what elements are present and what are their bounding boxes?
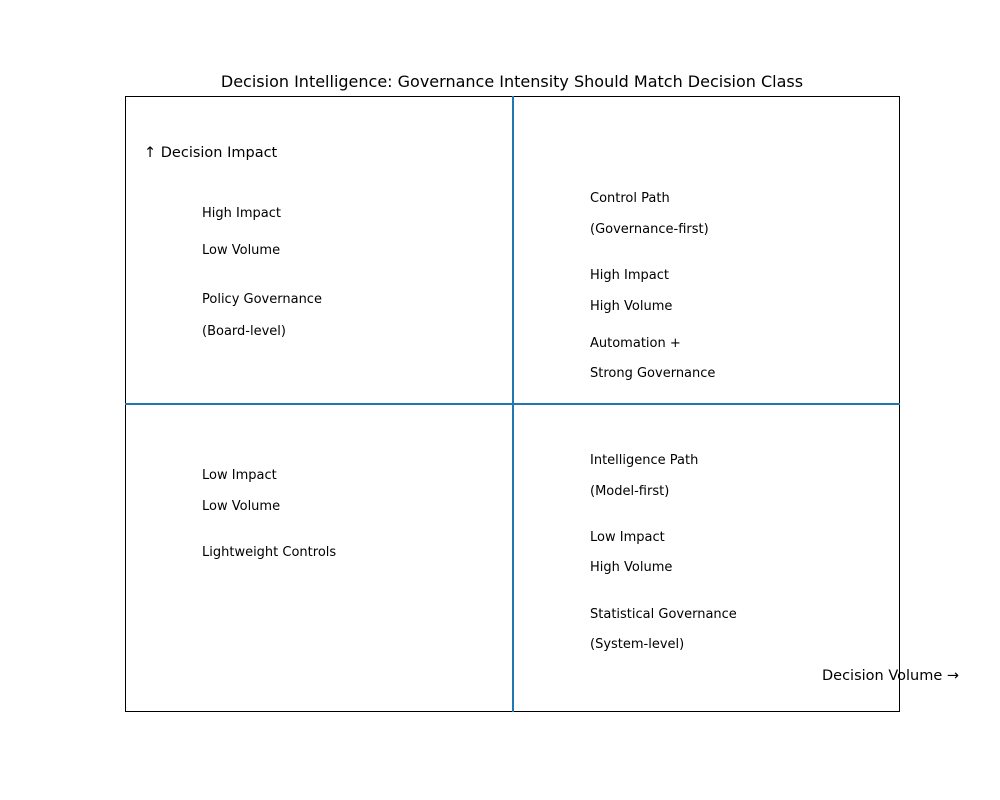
top-right-volume-label: High Volume (590, 299, 673, 314)
bottom-right-governance-line2: (System-level) (590, 637, 685, 652)
bottom-right-path-line2: (Model-first) (590, 484, 670, 499)
bottom-left-impact-label: Low Impact (202, 468, 277, 483)
top-left-impact-label: High Impact (202, 206, 281, 221)
top-right-governance-line2: Strong Governance (590, 366, 716, 381)
bottom-right-volume-label: High Volume (590, 560, 673, 575)
top-left-governance-line1: Policy Governance (202, 292, 322, 307)
bottom-right-path-line1: Intelligence Path (590, 453, 699, 468)
x-axis-label: Decision Volume → (822, 668, 960, 684)
top-right-governance-line1: Automation + (590, 336, 681, 351)
diagram-title: Decision Intelligence: Governance Intens… (220, 72, 804, 91)
bottom-right-impact-label: Low Impact (590, 530, 665, 545)
top-left-governance-line2: (Board-level) (202, 324, 286, 339)
top-right-path-line1: Control Path (590, 191, 670, 206)
bottom-right-governance-line1: Statistical Governance (590, 607, 737, 622)
bottom-left-governance-line1: Lightweight Controls (202, 545, 337, 560)
bottom-left-volume-label: Low Volume (202, 499, 281, 514)
y-axis-label: ↑ Decision Impact (144, 145, 278, 161)
horizontal-divider (125, 403, 900, 405)
top-right-path-line2: (Governance-first) (590, 222, 709, 237)
top-right-impact-label: High Impact (590, 268, 669, 283)
top-left-volume-label: Low Volume (202, 243, 281, 258)
